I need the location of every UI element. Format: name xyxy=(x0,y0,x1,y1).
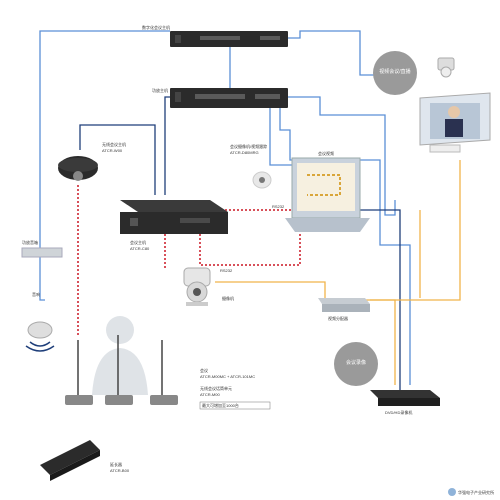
wireless-label: 无线会议主机 xyxy=(102,141,126,147)
rack-unit-1[interactable] xyxy=(170,31,288,47)
wireless-ceiling-unit[interactable] xyxy=(58,156,98,181)
blue-line-rack2-to-display xyxy=(288,96,396,216)
display-title: 会议视频 xyxy=(318,150,334,156)
video-conf-circle: 视频会议/直播 xyxy=(373,51,417,95)
extender-line-2: ATCR-B00 xyxy=(110,468,130,473)
mic-line-2: ATCR-M00MC + ATCR-101MC xyxy=(200,374,255,379)
blue-line-rack2-to-laptop xyxy=(269,108,300,166)
watermark-logo: 华强电子产业研究所 xyxy=(448,488,494,496)
mic-box-label: 最大可增加至1000台 xyxy=(202,402,239,408)
camera-ctrl-model: ATCR-D80MRG xyxy=(230,150,259,155)
recorder-label: DVD/HD录像机 xyxy=(385,409,412,415)
camera-ctrl-label: 会议摄像机/视频跟踪 xyxy=(230,143,267,149)
mic-units[interactable] xyxy=(65,335,178,405)
navy-line-laptop-recorder xyxy=(360,209,401,390)
rack-unit-2[interactable] xyxy=(170,88,288,108)
mic-line-3: 无线会议话筒单元 xyxy=(200,385,232,391)
navy-line-rack2-main xyxy=(164,96,170,195)
speaker-icon[interactable] xyxy=(25,321,55,352)
ptz-camera-top-icon[interactable] xyxy=(437,57,455,78)
blue-line-top-right xyxy=(288,30,375,76)
extender-device[interactable] xyxy=(40,440,100,481)
wireless-model: ATCR-W00 xyxy=(102,148,123,153)
amp-label: 功放音箱 xyxy=(22,239,38,245)
speaker-label: 音响 xyxy=(32,291,40,297)
ptz-camera-icon[interactable] xyxy=(183,267,211,306)
mic-line-1: 会议 xyxy=(200,367,208,373)
gray-line-amp xyxy=(39,245,45,301)
dashed-lines xyxy=(77,185,301,335)
tracking-camera-icon[interactable] xyxy=(252,171,272,189)
presenter-screen[interactable] xyxy=(419,92,491,153)
matrix-unit[interactable] xyxy=(318,298,370,312)
navy-line-wireless xyxy=(79,124,156,195)
amp-unit[interactable] xyxy=(21,247,63,258)
rs232-label: RS232 xyxy=(272,204,285,209)
matrix-label: 视频分配器 xyxy=(328,315,348,321)
rack1-label: 数字化会议主机 xyxy=(142,24,170,30)
mic-line-4: ATCR-M00 xyxy=(200,392,220,397)
extender-line-1: 延长器 xyxy=(110,461,122,467)
recorder-device[interactable] xyxy=(370,390,440,406)
recorder-circle-label: 会议录像 xyxy=(346,359,366,366)
laptop-display[interactable] xyxy=(285,157,370,232)
red-dash-main-camera xyxy=(199,225,301,266)
watermark-text: 华强电子产业研究所 xyxy=(458,489,494,495)
recorder-circle: 会议录像 xyxy=(334,342,378,386)
rs232-camera-label: RS232 xyxy=(220,268,233,273)
orange-line-matrix-recorder xyxy=(365,299,396,385)
blue-line-top-left xyxy=(39,30,170,245)
camera-label: 摄像机 xyxy=(222,295,234,301)
connection-lines xyxy=(39,30,461,390)
main-unit-label: 会议主机 xyxy=(130,239,146,245)
video-circle-label: 视频会议/直播 xyxy=(379,68,410,75)
mic-box xyxy=(199,401,271,410)
main-unit[interactable] xyxy=(120,200,228,234)
presenter-silhouette xyxy=(92,316,148,395)
orange-line-camera-matrix xyxy=(215,281,326,298)
orange-line-display xyxy=(370,160,461,301)
rack2-label: 功放主机 xyxy=(152,87,168,93)
main-unit-model: ATCR-C80 xyxy=(130,246,150,251)
